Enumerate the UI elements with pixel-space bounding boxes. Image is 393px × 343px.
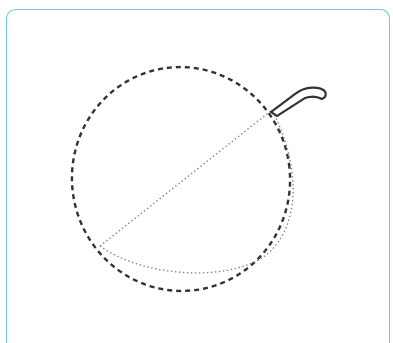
diameter-line (100, 110, 272, 246)
bowl-rim-arc (100, 110, 293, 273)
bowl-outline-circle (57, 53, 304, 305)
ladle-handle (271, 88, 326, 116)
